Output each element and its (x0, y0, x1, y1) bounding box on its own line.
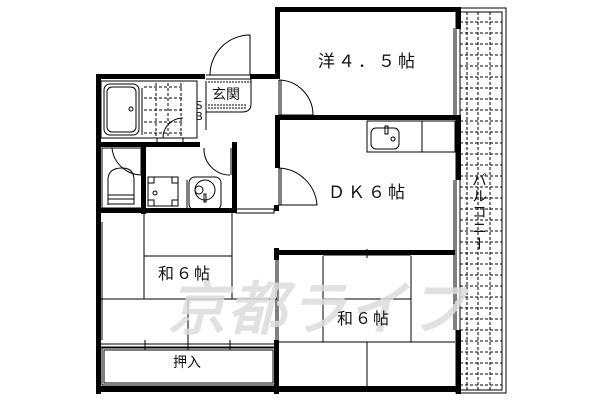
toilet (101, 147, 143, 209)
balcony-area (455, 7, 507, 394)
label-western-room: 洋４．５帖 (318, 52, 418, 72)
kitchen-counter (366, 120, 456, 153)
walls (96, 7, 461, 394)
bathtub (100, 80, 198, 146)
tatami-left (100, 210, 277, 344)
label-japanese-room-left: 和６帖 (158, 264, 213, 283)
label-japanese-room-right: 和６帖 (337, 309, 392, 328)
closet-box (100, 340, 277, 386)
label-closet: 押入 (173, 355, 201, 371)
washing-machine-space (147, 176, 179, 207)
entrance-floor (205, 34, 252, 130)
watermark: 京都ライフ (168, 275, 469, 343)
door-dk (278, 167, 318, 206)
label-entrance: 玄関 (212, 87, 240, 103)
label-dining-kitchen: ＤＫ６帖 (328, 183, 408, 203)
washbasin (186, 147, 232, 211)
label-balcony: バルコニー (470, 172, 488, 252)
door-western-room (278, 79, 314, 116)
